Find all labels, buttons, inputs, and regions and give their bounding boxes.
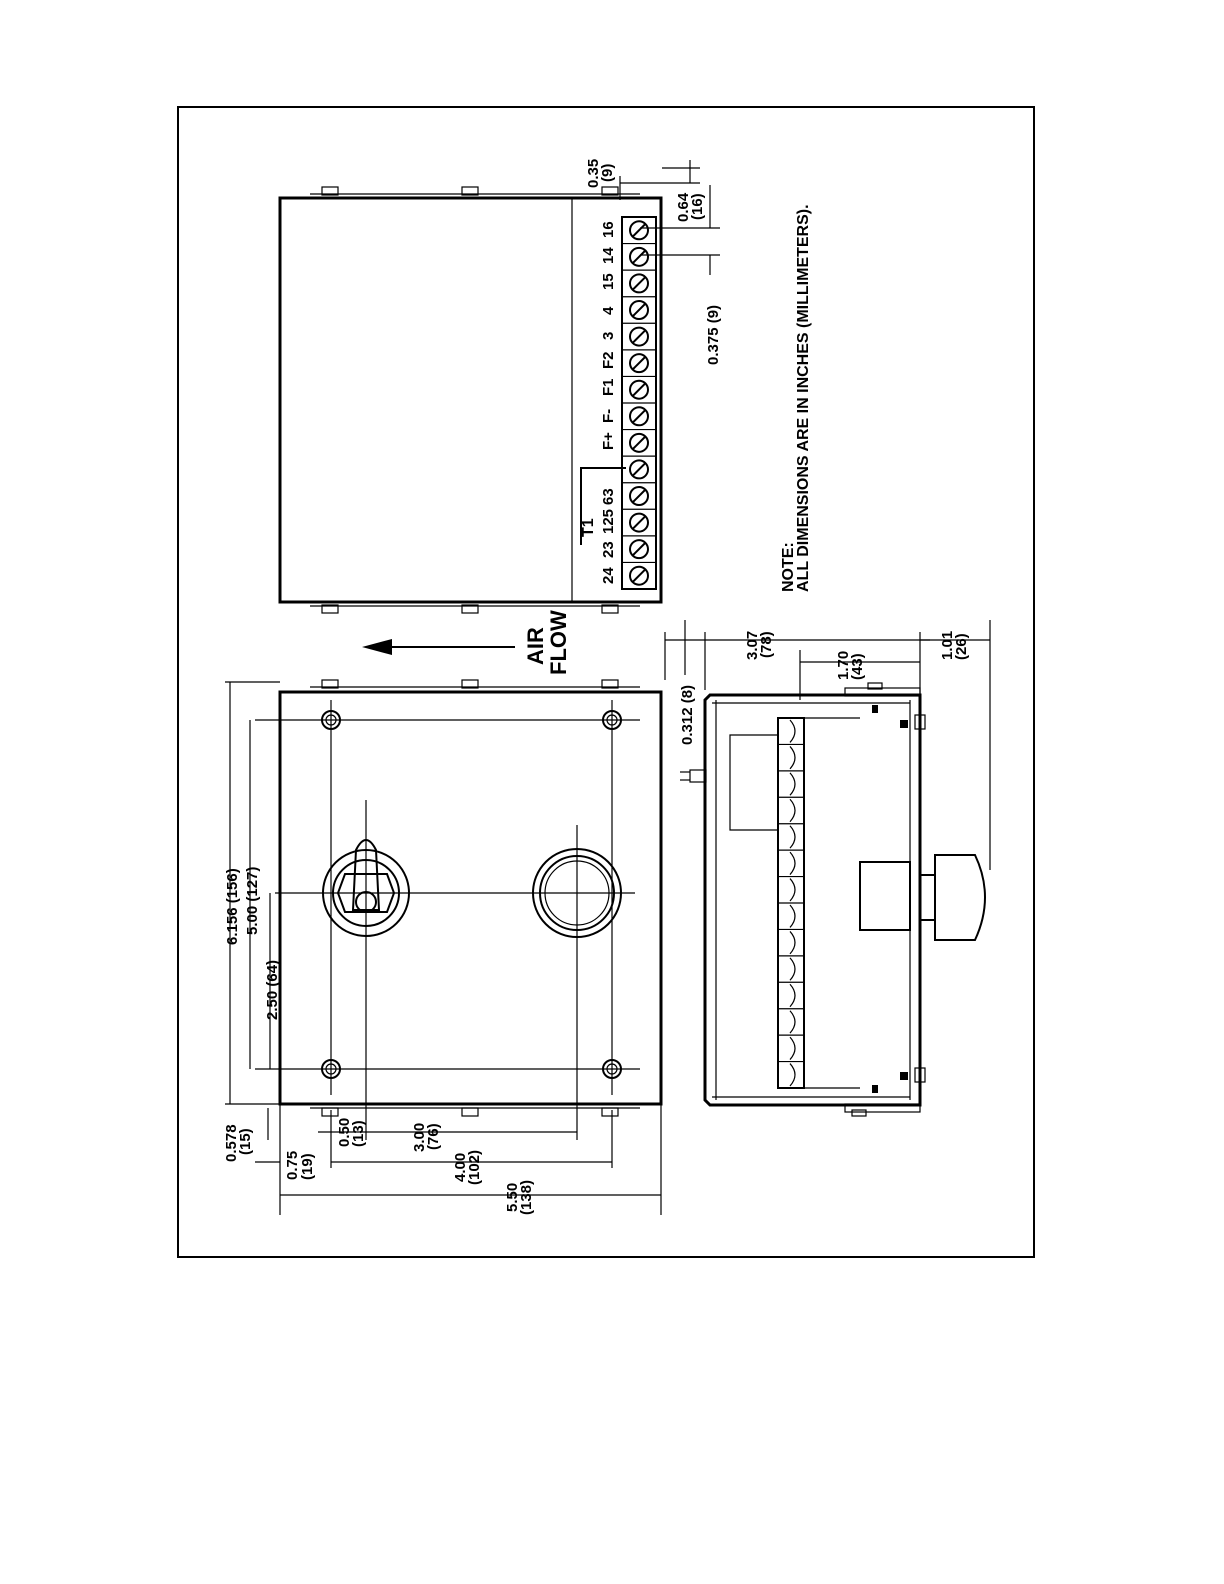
dim-3-07-mm: (78) [758,631,775,658]
air-flow-label: FLOW [546,610,571,675]
terminal-label: F- [600,409,617,423]
dim-0-312: 0.312 (8) [679,685,696,745]
t1-label: T1 [580,518,597,537]
terminal-label: 16 [600,221,617,238]
side-terminal [790,984,795,1006]
side-terminal [790,879,795,901]
side-terminal [790,799,795,821]
dim-0-64-mm: (16) [689,193,706,220]
air-flow-indicator: AIR FLOW [362,610,571,675]
side-view: 0.312 (8) 3.07 (78) 1.70 (43) 1.01 (26) [665,620,990,1116]
dim-1-70-mm: (43) [849,653,866,680]
dim-5-00: 5.00 (127) [244,867,261,935]
side-terminal [790,905,795,927]
side-terminal [790,720,795,742]
terminal-label: F1 [600,378,617,396]
side-terminal [790,826,795,848]
terminal-label: 24 [600,567,617,584]
dim-5-50-mm: (138) [518,1180,535,1215]
dim-2-50: 2.50 (64) [264,960,281,1020]
terminal-label: 3 [600,332,617,340]
dim-0-578-mm: (15) [237,1128,254,1155]
side-view-knob [920,855,985,940]
side-view-enclosure [705,695,920,1105]
dim-3-00-mm: (76) [425,1123,442,1150]
dim-0-75-mm: (19) [299,1153,316,1180]
terminal-label: 125 [600,509,617,534]
terminal-label: F+ [600,432,617,450]
dim-4-00-mm: (102) [466,1150,483,1185]
air-flow-label: AIR [523,627,548,665]
side-terminal [790,852,795,874]
terminal-label: F2 [600,351,617,369]
side-terminal [790,746,795,768]
terminal-label: 4 [600,306,617,315]
side-terminal [790,958,795,980]
side-terminal [790,1037,795,1059]
side-view-module [860,862,910,930]
terminal-label: 23 [600,541,617,558]
side-terminal [790,1011,795,1033]
note-text: ALL DIMENSIONS ARE IN INCHES (MILLIMETER… [795,204,812,592]
front-view: 6.156 (156) 5.00 (127) 2.50 (64) 0.578 (… [223,680,661,1215]
dim-0-35-mm: (9) [599,164,616,182]
front-view-body [280,692,661,1104]
dim-6-156: 6.156 (156) [224,868,241,945]
terminal-label: 63 [600,488,617,505]
dim-0-375: 0.375 (9) [705,305,722,365]
side-terminal [790,1064,795,1086]
dim-1-01-mm: (26) [953,633,970,660]
terminal-label: 14 [600,247,617,264]
terminal-label: 15 [600,273,617,290]
side-terminal [790,931,795,953]
top-view: T1 24 23 125 63 F+ F- F1 F2 3 4 15 14 16… [280,159,722,613]
dim-0-50-mm: (13) [350,1120,367,1147]
side-terminal [790,773,795,795]
